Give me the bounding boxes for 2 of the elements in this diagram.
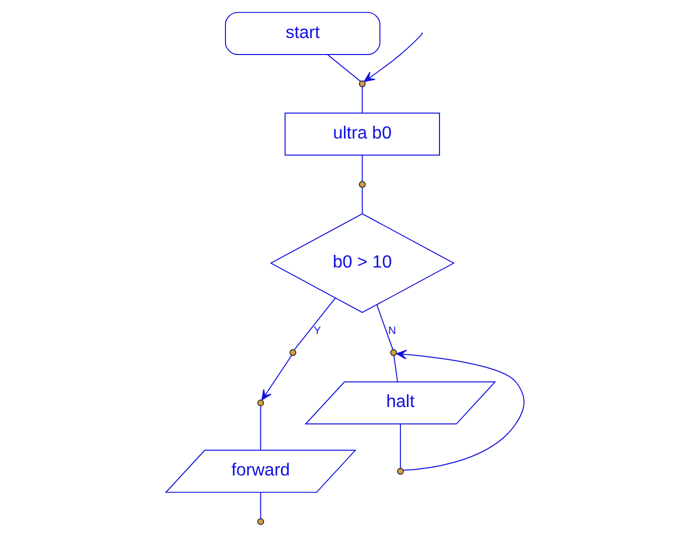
- edge-label: Y: [314, 324, 321, 337]
- edge-label: N: [388, 324, 396, 337]
